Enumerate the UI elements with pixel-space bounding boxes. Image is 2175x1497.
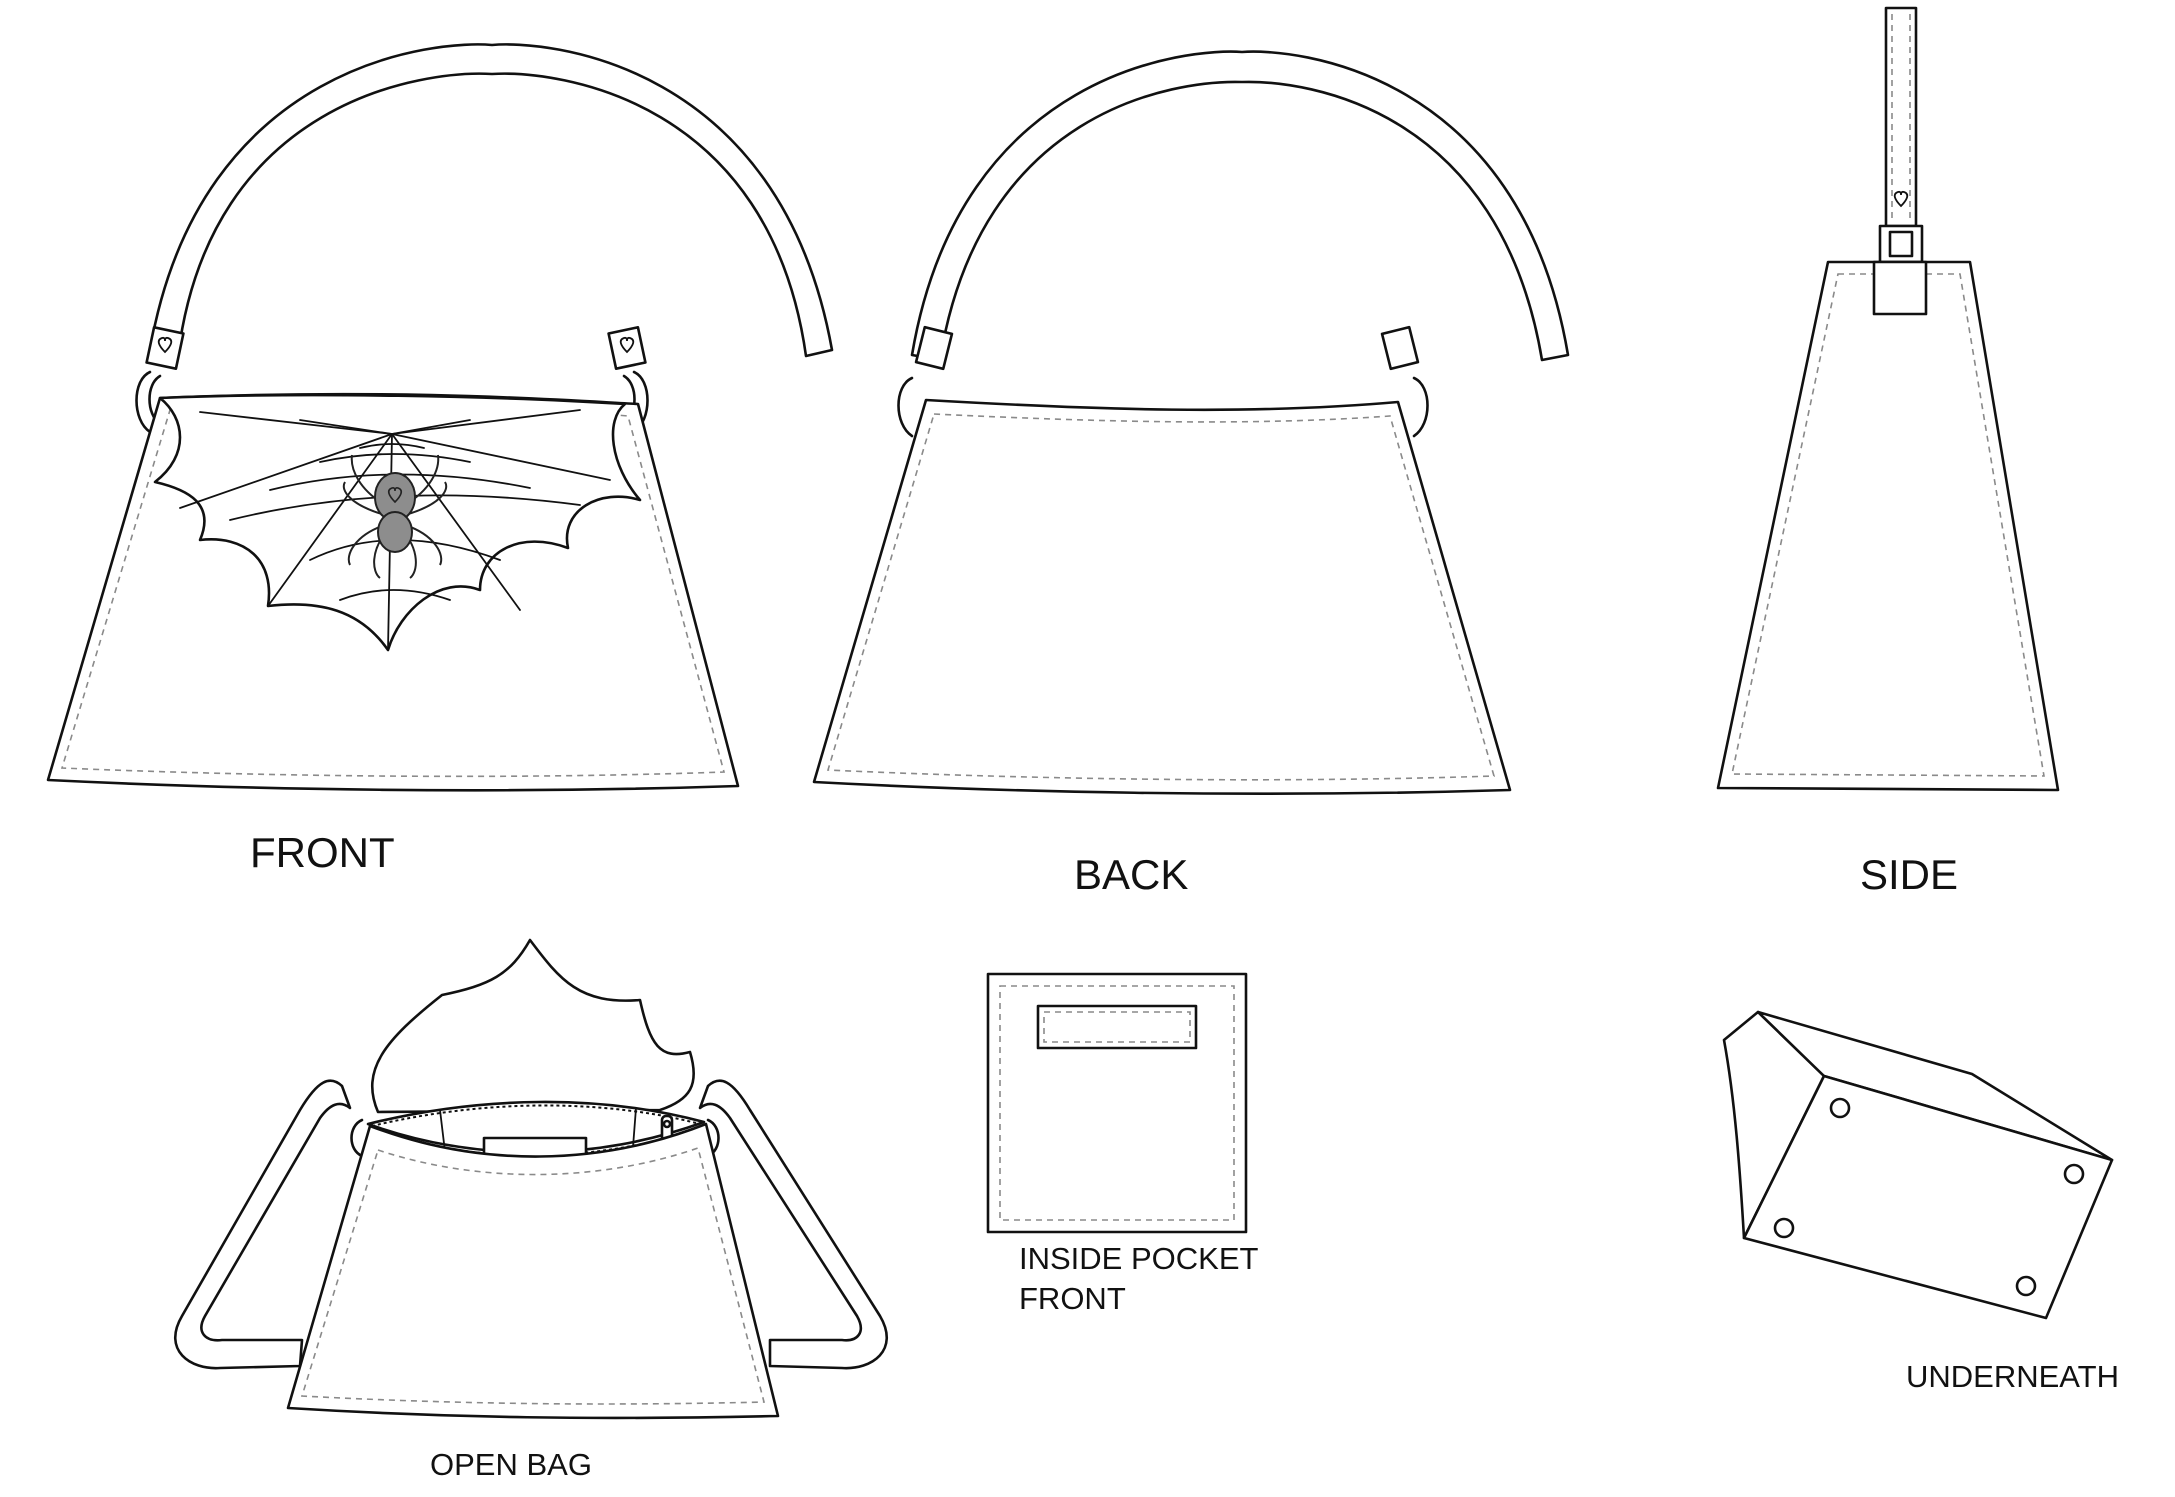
front-handle	[148, 43, 834, 358]
heart-icon	[157, 336, 173, 354]
open-bag-body	[286, 1122, 780, 1420]
back-d-ring-left	[897, 376, 914, 438]
open-bag-opening	[366, 1100, 706, 1154]
front-strap-tab-right	[607, 325, 647, 371]
label-inside-pocket-line2: FRONT	[1019, 1281, 1126, 1316]
underneath-feet	[1773, 1097, 2085, 1297]
side-tab	[1872, 260, 1928, 316]
open-bag-d-ring-left	[350, 1118, 364, 1158]
open-bag-flap	[370, 938, 695, 1114]
heart-icon	[619, 336, 635, 354]
back-strap-tab-right	[1380, 325, 1420, 371]
underneath-base-panel	[1742, 1074, 2114, 1320]
side-buckle-inner	[1888, 230, 1914, 258]
back-strap-tab-left	[914, 325, 954, 371]
back-stitching	[826, 413, 1496, 781]
label-side: SIDE	[1860, 851, 1959, 898]
side-view	[1716, 6, 2060, 792]
front-strap-tab-left	[145, 325, 185, 371]
heart-icon	[1893, 190, 1909, 208]
underneath-view	[1722, 1010, 2114, 1320]
back-bag-body	[812, 398, 1512, 796]
front-view	[46, 43, 834, 792]
side-bag-body	[1716, 260, 2060, 792]
inside-pocket-zip-slot	[1036, 1004, 1198, 1050]
underneath-side-panel	[1722, 1010, 1826, 1240]
label-open-bag: OPEN BAG	[430, 1447, 592, 1482]
label-inside-pocket-line1: INSIDE POCKET	[1019, 1241, 1259, 1276]
back-d-ring-right	[1412, 376, 1429, 438]
side-strap-stitching	[1891, 14, 1911, 220]
label-underneath: UNDERNEATH	[1906, 1359, 2119, 1394]
label-back: BACK	[1074, 851, 1189, 898]
open-bag-stitching	[300, 1146, 766, 1405]
open-bag-strap-left	[174, 1079, 352, 1370]
open-bag-view	[174, 938, 888, 1420]
inside-pocket-view	[986, 972, 1248, 1234]
back-view	[812, 50, 1570, 796]
front-d-ring-left	[135, 370, 152, 434]
back-handle	[910, 50, 1570, 362]
spider-icon	[342, 454, 448, 579]
open-bag-strap-right	[698, 1079, 888, 1370]
label-front: FRONT	[250, 829, 395, 876]
inside-pocket-stitching	[999, 985, 1235, 1221]
